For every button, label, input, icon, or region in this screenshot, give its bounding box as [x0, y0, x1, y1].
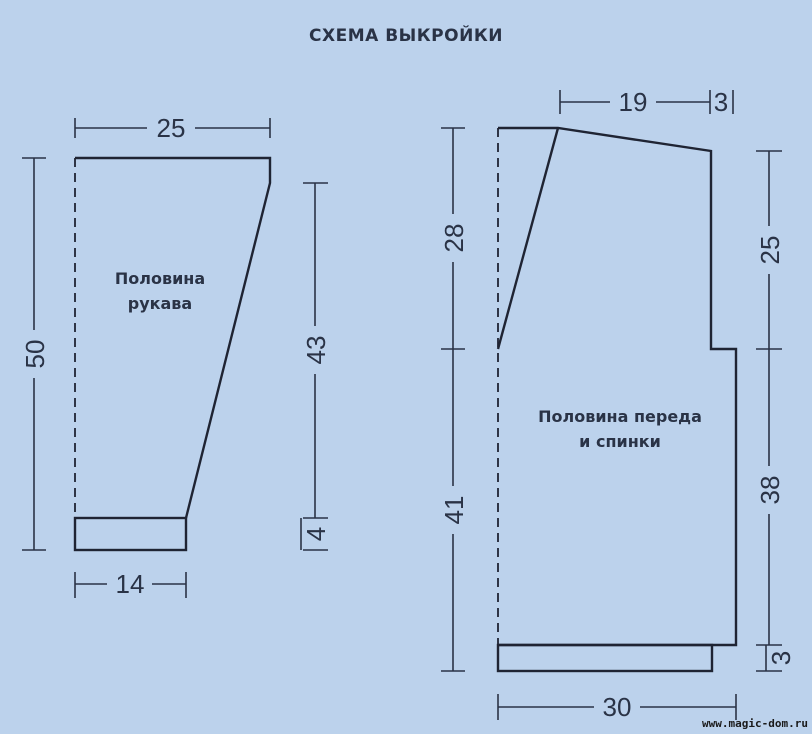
sleeve-cuff	[73, 516, 188, 552]
dim-label-neck-offset: 3	[714, 87, 728, 117]
body-label-line2: и спинки	[579, 432, 661, 451]
dim-body-left: 28 41	[439, 127, 469, 672]
dim-body-right: 25 38 3	[755, 150, 796, 672]
sleeve-piece	[73, 156, 272, 552]
body-piece	[496, 126, 738, 673]
dim-label-body-bottom: 30	[603, 692, 632, 722]
dim-label-armhole: 25	[755, 236, 785, 265]
neckline-curve	[496, 127, 560, 350]
dim-sleeve-bottom: 14	[74, 569, 187, 599]
sleeve-label-line1: Половина	[114, 269, 206, 288]
dim-sleeve-cuff: 4	[300, 518, 331, 551]
body-label-line1: Половина переда	[538, 407, 702, 426]
sleeve-label-line2: рукава	[127, 294, 193, 313]
body-label: Половина переда и спинки	[520, 404, 720, 454]
body-outline	[498, 126, 738, 647]
dim-body-shoulder: 19 3	[559, 87, 734, 117]
dim-label-sleeve-top: 25	[157, 113, 186, 143]
dim-body-bottom: 30	[497, 692, 737, 722]
dim-label-neck-depth: 28	[439, 224, 469, 253]
dim-sleeve-height: 50	[20, 157, 50, 551]
sleeve-outline	[75, 156, 272, 519]
dim-label-sleeve-taper: 43	[301, 336, 331, 365]
dim-label-hem-height: 3	[766, 651, 796, 665]
dim-label-shoulder: 19	[619, 87, 648, 117]
dim-label-sleeve-height: 50	[20, 340, 50, 369]
sleeve-label: Половина рукава	[95, 266, 225, 316]
dim-label-sleeve-bottom: 14	[116, 569, 145, 599]
dim-label-lower-left: 41	[439, 496, 469, 525]
dim-label-sleeve-cuff: 4	[301, 527, 331, 541]
body-hem	[496, 643, 714, 673]
dim-sleeve-top: 25	[74, 113, 271, 143]
dim-sleeve-taper: 43	[301, 182, 331, 519]
watermark: www.magic-dom.ru	[702, 717, 808, 730]
diagram-title: СХЕМА ВЫКРОЙКИ	[309, 26, 503, 46]
dim-label-side: 38	[755, 476, 785, 505]
